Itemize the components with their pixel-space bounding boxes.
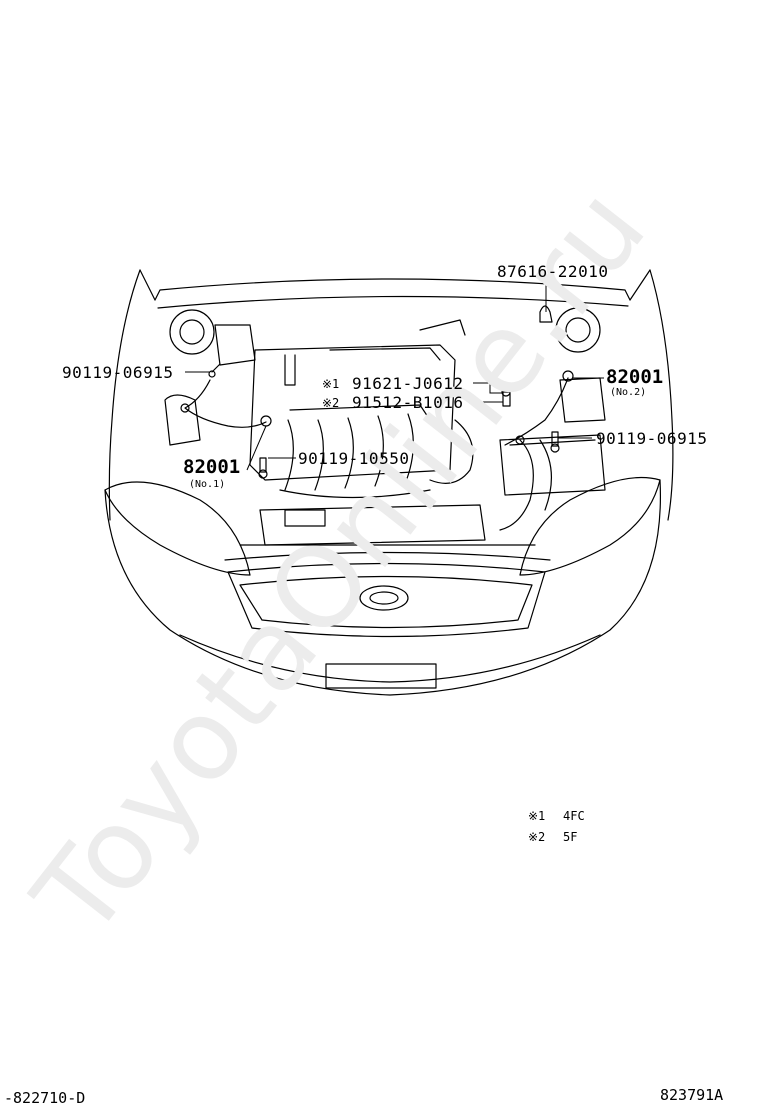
label-90119-10550: 90119-10550 [298,449,410,468]
grille [227,562,546,638]
label-91512-b1016: 91512-B1016 [352,393,464,412]
note-mark-2: ※2 [528,830,546,844]
label-90119-06915-left: 90119-06915 [62,363,174,382]
label-87616-22010: 87616-22010 [497,262,609,281]
left-headlight [104,481,251,576]
front-bumper [104,479,662,696]
right-strut-tower [555,307,601,353]
footer-left-code: -822710-D [4,1089,86,1107]
right-fender [649,269,674,521]
license-plate [325,663,437,689]
label-no1: (No.1) [189,479,226,490]
label-82001-no1: 82001 [183,456,241,478]
note-text-1: 4FC [563,809,585,823]
label-90119-06915-right: 90119-06915 [596,429,708,448]
hood-outline [154,278,631,301]
intake-manifold [284,413,414,491]
ground-cable-no1 [184,379,267,428]
footer-right-code: 823791A [660,1086,724,1104]
note-mark-1: ※1 [528,809,546,823]
leader-82001-no1 [246,425,267,471]
label-no2: (No.2) [610,387,647,398]
emblem [359,585,409,611]
mark-2: ※2 [322,396,340,410]
note-text-2: 5F [563,830,578,844]
label-82001-no2: 82001 [606,366,664,388]
right-headlight [519,476,661,576]
left-strut-tower [169,309,215,355]
left-fender [108,269,141,521]
label-91621-j0612: 91621-J0612 [352,374,464,393]
leader-91621 [473,382,503,394]
mark-1: ※1 [322,377,340,391]
engine-cover [249,344,456,481]
battery [499,434,606,496]
